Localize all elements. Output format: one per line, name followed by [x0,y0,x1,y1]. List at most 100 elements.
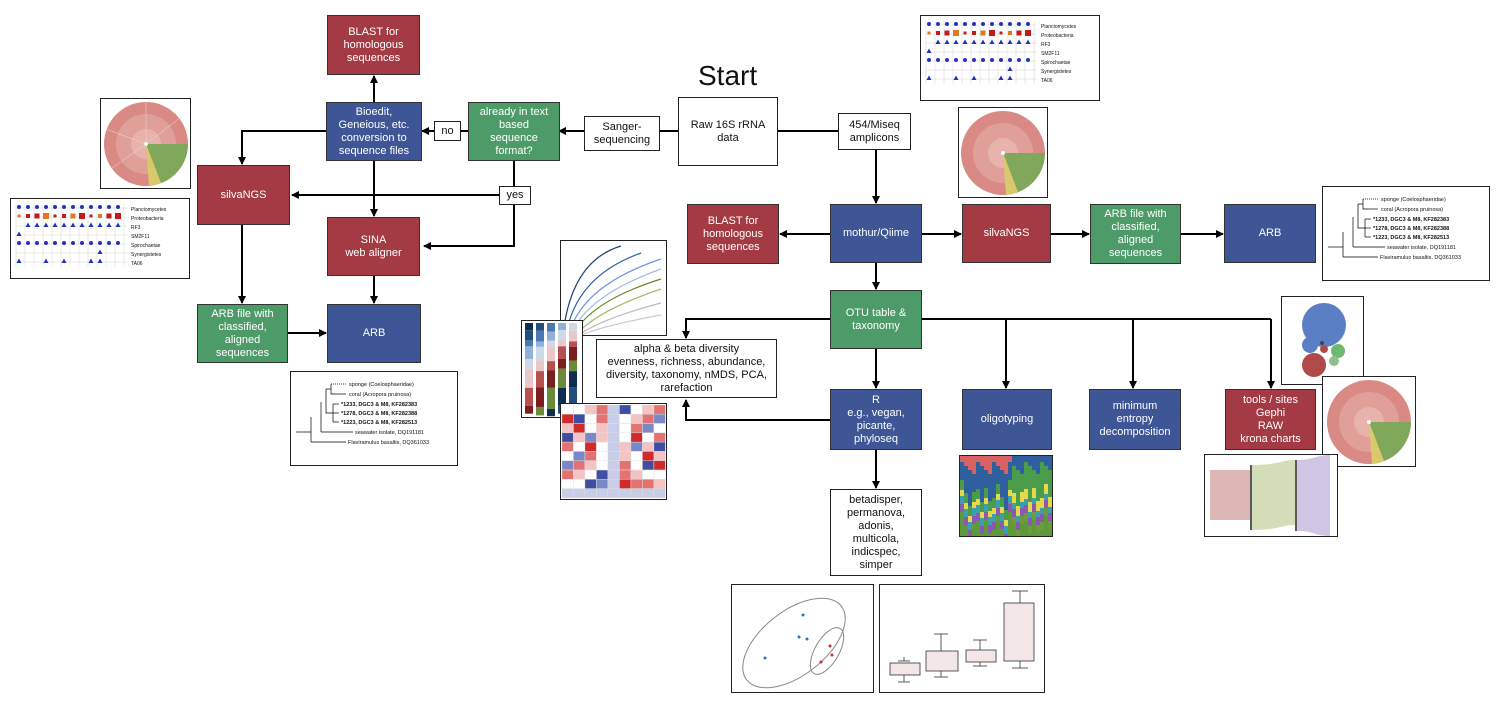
silvangs-left-node[interactable]: silvaNGS [197,165,290,225]
oligo-segment [1004,520,1008,526]
bar-segment [569,323,577,331]
heatmap-cell [607,488,620,498]
blast-left-node[interactable]: BLAST for homologous sequences [327,15,420,75]
oligo-segment [980,526,984,534]
oligo-segment [1024,499,1028,505]
oligo-segment [1024,456,1028,462]
taxon-triangle [962,39,968,44]
bar-segment [569,371,577,388]
arb-right-node[interactable]: ARB [1224,204,1316,263]
oligo-segment [1032,456,1036,470]
heatmap-cell [573,423,585,433]
oligo-segment [1016,530,1020,536]
alpha-beta-diversity-node[interactable]: alpha & beta diversity evenness, richnes… [596,339,777,398]
oligo-segment [992,508,996,514]
mothur-qiime-node[interactable]: mothur/Qiime [830,204,922,263]
silvangs-right-node[interactable]: silvaNGS [962,204,1051,263]
oligo-segment [964,456,968,466]
taxon-dot [999,58,1003,62]
heatmap-cell [596,423,608,433]
taxon-label: Proteobacteria [131,216,164,222]
taxon-triangle [88,222,94,227]
taxon-triangle [998,39,1004,44]
med-node[interactable]: minimum entropy decomposition [1089,389,1181,450]
oligo-segment [1000,497,1004,507]
taxon-dot [981,58,985,62]
sina-node[interactable]: SINA web aligner [327,217,420,276]
heatmap-cell [607,460,620,471]
taxon-label: Spirochaetae [131,243,161,249]
oligo-segment [980,534,984,536]
ordination-plot-thumbnail [731,584,874,693]
taxon-square [953,30,959,36]
oligo-segment [1016,506,1020,516]
arb-file-left-node[interactable]: ARB file with classified, aligned sequen… [197,304,288,363]
oligo-segment [1048,497,1052,507]
taxon-square [70,213,76,219]
oligo-segment [960,496,964,504]
taxon-triangle [97,249,103,254]
oligo-segment [1000,513,1004,521]
oligo-segment [964,517,968,525]
heatmap-cell [619,451,631,461]
already-text-node[interactable]: already in text based sequence format? [468,102,560,161]
heatmap-cell [607,442,620,452]
heatmap-cell [573,488,585,498]
amplicons-node[interactable]: 454/Miseq amplicons [838,113,911,150]
taxon-dot [98,205,102,209]
taxon-label: TA06 [1041,78,1053,84]
r-node[interactable]: R e.g., vegan, picante, phyloseq [830,389,922,450]
taxon-triangle [989,39,995,44]
taxon-dot [945,22,949,26]
oligotyping-node[interactable]: oligotyping [962,389,1052,450]
heatmap-cell [573,460,585,471]
taxon-triangle [34,222,40,227]
oligo-segment [1016,522,1020,530]
heatmap-cell [619,469,631,480]
taxon-triangle [1007,66,1013,71]
taxon-dot [107,241,111,245]
bar-segment [536,360,544,372]
taxon-dot [44,205,48,209]
raw-data-node[interactable]: Raw 16S rRNA data [678,97,778,166]
otu-table-node[interactable]: OTU table & taxonomy [830,290,922,349]
oligo-segment [972,492,976,502]
oligo-segment [1040,522,1044,530]
oligo-segment [1020,492,1024,502]
taxon-triangle [935,39,941,44]
blast-right-node[interactable]: BLAST for homologous sequences [687,204,779,264]
oligo-segment [980,512,984,518]
taxon-dot [981,22,985,26]
taxon-dot [999,22,1003,26]
oligo-segment [976,499,980,505]
oligo-segment [988,474,992,501]
tree-label: *1233, DGC3 & M8, KF282383 [341,402,417,408]
oligo-segment [976,513,980,521]
oligo-segment [1012,466,1016,493]
oligo-segment [1004,526,1008,534]
bioedit-node[interactable]: Bioedit, Geneious, etc. conversion to se… [326,102,422,161]
heatmap-cell [573,404,585,415]
taxon-label: Synergistetes [1041,69,1072,75]
taxon-dot [44,241,48,245]
edge-bioedit-silvangs [238,130,326,165]
taxon-triangle [971,75,977,80]
oligo-segment [1032,504,1036,512]
arb-file-right-node[interactable]: ARB file with classified, aligned sequen… [1090,204,1181,264]
heatmap-cell [596,451,608,461]
bar-segment [569,360,577,372]
oligo-segment [1024,513,1028,521]
taxon-square [963,31,967,35]
oligo-segment [1044,508,1048,516]
taxon-dot [972,58,976,62]
heatmap-cell [584,414,597,424]
sanger-node[interactable]: Sanger- sequencing [584,116,660,151]
oligo-segment [1008,456,1012,462]
tools-sites-node[interactable]: tools / sites Gephi RAW krona charts [1225,389,1316,450]
heatmap-cell [561,423,574,433]
heatmap-cell [653,432,666,443]
stats-methods-node[interactable]: betadisper, permanova, adonis, multicola… [830,489,922,576]
oligo-segment [1048,507,1052,513]
arb-left-node[interactable]: ARB [327,304,421,363]
